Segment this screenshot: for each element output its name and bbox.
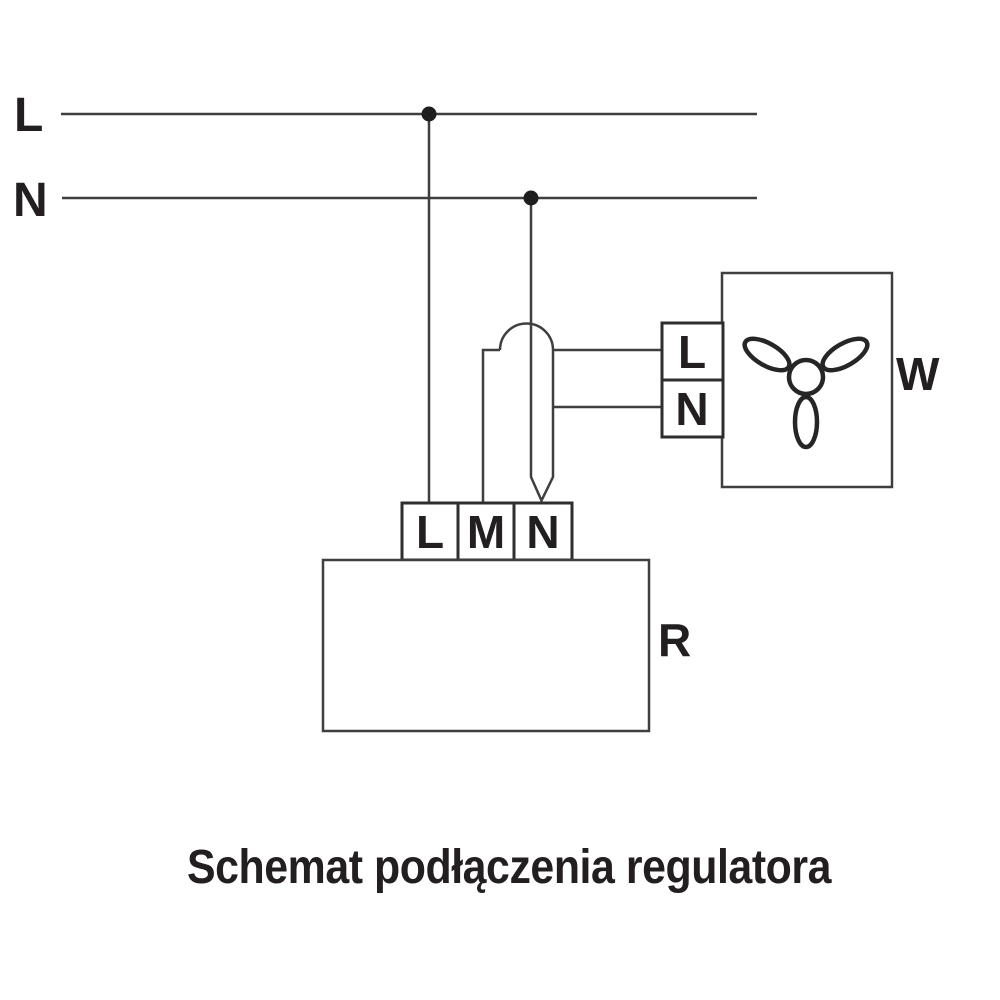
junction-dot-n: [523, 190, 539, 206]
regulator-label: R: [658, 614, 691, 666]
m-wire: [481, 348, 500, 503]
regulator-terminal-n: [512, 501, 574, 562]
fan-terminal-l: [660, 321, 725, 382]
fan-label: W: [896, 348, 940, 400]
regulator-terminal-l-label: L: [416, 506, 444, 558]
fan-terminal-n: [660, 378, 725, 439]
n-drop-arrow-wire: [529, 199, 555, 504]
fan-terminal-n-label: N: [675, 383, 708, 435]
bus-label-l: L: [14, 89, 43, 142]
junction-dot-l: [421, 106, 437, 122]
regulator-terminal-n-label: N: [526, 506, 559, 558]
regulator-terminal-m-label: M: [467, 506, 505, 558]
bus-label-n: N: [13, 174, 48, 227]
fan-propeller-icon: [742, 336, 870, 450]
wire-bridge-arc: [498, 322, 555, 351]
fan-box: [720, 271, 894, 489]
caption: Schemat podłączenia regulatora: [187, 841, 832, 894]
regulator-terminal-m: [456, 501, 516, 562]
fan-terminal-l-label: L: [678, 326, 706, 378]
regulator-box: [321, 558, 651, 733]
